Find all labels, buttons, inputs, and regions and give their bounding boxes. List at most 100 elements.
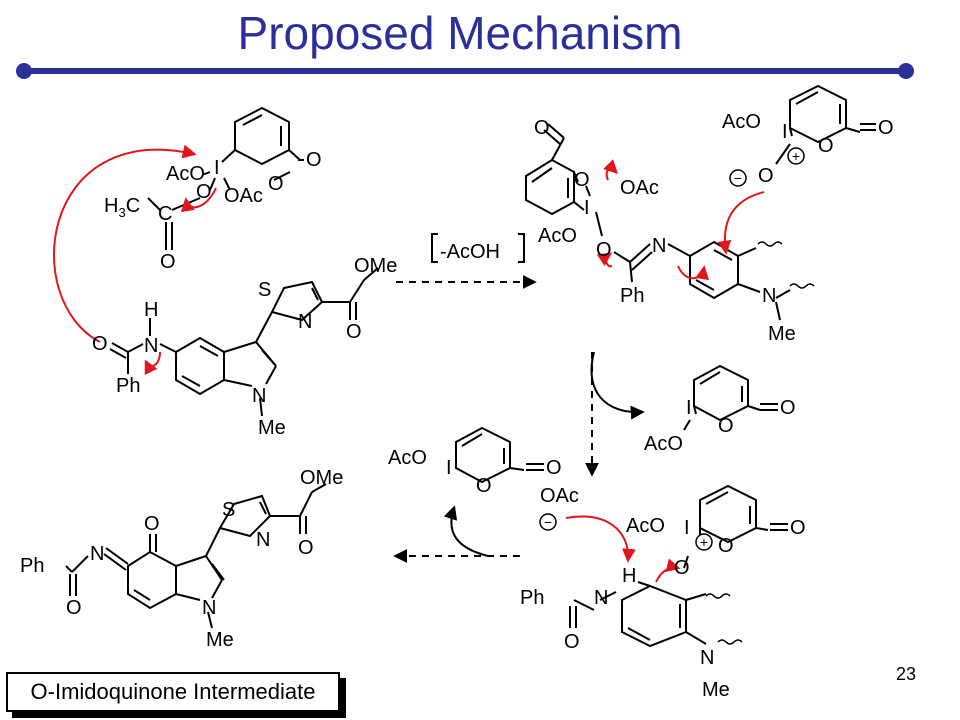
- minus-sign-bottom: −: [544, 514, 552, 530]
- ether-o-bottom-label: O: [674, 557, 690, 579]
- o-label: O: [196, 181, 212, 203]
- benzene-ring-lower-middle: [455, 426, 511, 484]
- ring-o-label: O: [268, 173, 284, 195]
- arrow-iba-release: [590, 351, 645, 420]
- arrow-acetate-deprotonate: [565, 515, 636, 563]
- carbonyl-o-bottom-label: O: [790, 517, 806, 539]
- electron-arrows: [52, 144, 765, 583]
- carbonyl-o-ibx-label: O: [546, 457, 562, 479]
- minus-charge-bottom: [539, 513, 557, 531]
- aco-bottom-label: AcO: [626, 515, 665, 537]
- minus-sign-top: −: [734, 170, 742, 186]
- iodine-ibx-label: I: [446, 457, 452, 479]
- oac-top-label: OAc: [620, 177, 659, 199]
- charge-signs: − + − +: [544, 148, 800, 550]
- phenyl-product-label: Ph: [20, 555, 44, 577]
- title-rule: [24, 68, 906, 74]
- bond-lines: [65, 84, 876, 648]
- arrow-nh-left: [144, 351, 161, 376]
- plus-charge-bottom: [695, 533, 713, 551]
- thiazole-n-product-label: N: [256, 529, 270, 551]
- thiazole-n-label: N: [298, 311, 312, 333]
- plus-sign-top: +: [792, 148, 800, 164]
- phenyl-bottom-label: Ph: [520, 587, 544, 609]
- amide-o-label: O: [92, 333, 108, 355]
- benzene-ring-bottom-right: [699, 484, 757, 544]
- ring-o-iba-label: O: [718, 415, 734, 437]
- dienone-ring-bottom-right: [621, 584, 687, 648]
- arrow-oxide-attack: [717, 191, 765, 255]
- ester-o-product-label: O: [298, 537, 314, 559]
- benzene-ring-top-middle: [525, 158, 575, 216]
- carbonyl-o-label: O: [306, 149, 322, 171]
- iodine-top-label: I: [584, 197, 590, 219]
- rule-right-dot: [898, 63, 914, 79]
- minus-charge-top: [729, 169, 747, 187]
- imine-n-bottom-label: N: [594, 587, 608, 609]
- acyl-o-label: O: [160, 251, 176, 273]
- nh-h-label: H: [144, 299, 158, 321]
- aco-label: AcO: [166, 163, 205, 185]
- aco-topright-label: AcO: [722, 111, 761, 133]
- oac-label: OAc: [224, 185, 263, 207]
- aco-ibx-label: AcO: [388, 447, 427, 469]
- carbonyl-o-topright-label: O: [878, 117, 894, 139]
- h-bottom-label: H: [622, 565, 636, 587]
- plus-sign-bottom: +: [700, 534, 708, 550]
- thiazole-s-label: S: [258, 279, 271, 301]
- ester-ome-product-label: OMe: [300, 467, 343, 489]
- carbonyl-o-iba-label: O: [780, 397, 796, 419]
- acoh-brackets: [431, 233, 525, 263]
- page-title: Proposed Mechanism: [237, 7, 683, 59]
- indole-n-label: N: [252, 385, 266, 407]
- wavy-bonds: [705, 241, 815, 645]
- charge-circles: [539, 147, 805, 551]
- oac-anion-label: OAc: [540, 485, 579, 507]
- aco-top-label: AcO: [538, 225, 577, 247]
- amide-n-label: N: [144, 335, 158, 357]
- arrow-i-oac-top: [603, 159, 618, 181]
- phenyl-label: Ph: [116, 375, 140, 397]
- n-methyl-top-label: Me: [768, 323, 796, 345]
- oxide-o-label: O: [758, 165, 774, 187]
- page-number: 23: [895, 664, 916, 684]
- indole-n-bottom-label: N: [700, 647, 714, 669]
- phenyl-top-label: Ph: [620, 285, 644, 307]
- quinone-ring-bottom-left: [127, 550, 177, 610]
- iodine-label: I: [214, 157, 220, 179]
- amide-o-product-label: O: [66, 597, 82, 619]
- atom-labels: AcO I O O O OAc H3C C O H N O Ph N Me S …: [20, 111, 894, 701]
- indole-n-product-label: N: [202, 597, 216, 619]
- ring-o-topright-label: O: [818, 135, 834, 157]
- iodine-topright-label: I: [782, 121, 788, 143]
- aco-iba-label: AcO: [644, 433, 683, 455]
- n-methyl-product-label: Me: [206, 629, 234, 651]
- thiazole-left: [270, 280, 324, 322]
- ester-o-label: O: [346, 321, 362, 343]
- ester-ome-label: OMe: [354, 255, 397, 277]
- side-arrows: [443, 351, 645, 557]
- indole-n-top-label: N: [762, 285, 776, 307]
- imine-n-label: N: [652, 235, 666, 257]
- arrow-ch-bond: [655, 558, 681, 583]
- carbonyl-c-label: C: [158, 203, 172, 225]
- quinone-o-label: O: [144, 513, 160, 535]
- n-methyl-label: Me: [258, 417, 286, 439]
- iodine-bottom-label: I: [684, 517, 690, 539]
- benzene-ring-top-right: [789, 84, 847, 144]
- ring-o-ibx-label: O: [476, 475, 492, 497]
- arrow-ring-top: [677, 265, 710, 281]
- arrow-o-c-top: [596, 252, 613, 268]
- caption-box: O-Imidoquinone Intermediate: [6, 672, 340, 712]
- dashed-arrows: [393, 275, 599, 563]
- amide-o-bottom-label: O: [564, 631, 580, 653]
- thiazole-s-product-label: S: [222, 499, 235, 521]
- benzene-ring-middle-right: [693, 364, 749, 422]
- n-methyl-bottom-label: Me: [702, 679, 730, 701]
- ring-o-top-label: O: [574, 169, 590, 191]
- imine-n-product-label: N: [90, 543, 104, 565]
- arrow-attack-left: [52, 144, 197, 343]
- acoh-label: -AcOH: [440, 241, 500, 263]
